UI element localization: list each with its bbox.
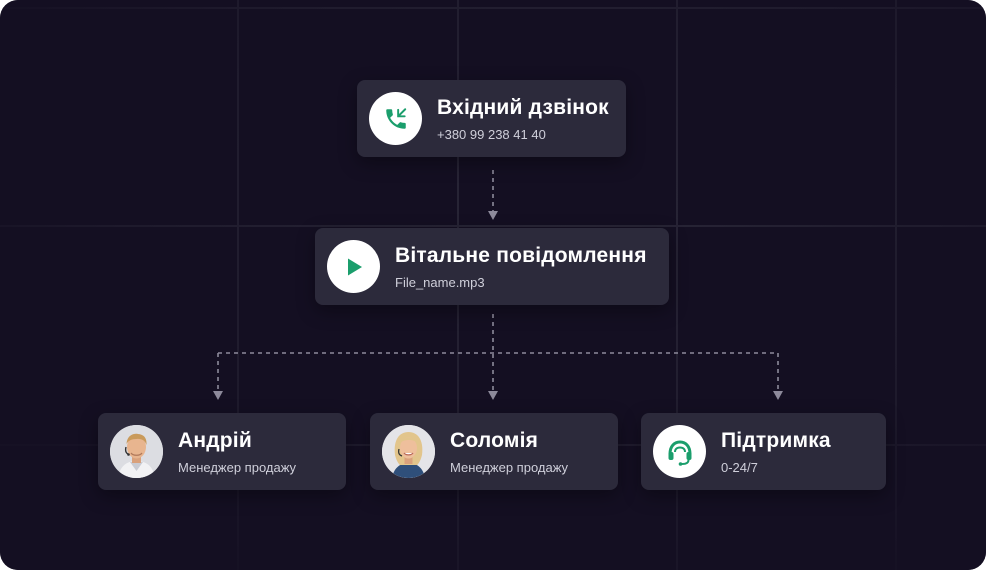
phone-incoming-icon <box>369 92 422 145</box>
agent-card-andriy[interactable]: Андрій Менеджер продажу <box>98 413 346 490</box>
support-hours: 0-24/7 <box>721 459 758 475</box>
welcome-message-title: Вітальне повідомлення <box>395 243 647 267</box>
incoming-call-title: Вхідний дзвінок <box>437 95 609 119</box>
welcome-message-file: File_name.mp3 <box>395 274 485 290</box>
agent-role-andriy: Менеджер продажу <box>178 459 297 475</box>
support-card[interactable]: Підтримка 0-24/7 <box>641 413 886 490</box>
incoming-call-number: +380 99 238 41 40 <box>437 126 546 142</box>
play-icon <box>327 240 380 293</box>
avatar-andriy <box>110 425 163 478</box>
arrow-head <box>488 211 498 220</box>
agent-card-solomiya[interactable]: Соломія Менеджер продажу <box>370 413 618 490</box>
agent-role-solomiya: Менеджер продажу <box>450 459 569 475</box>
arrow-head <box>773 391 783 400</box>
agent-name-andriy: Андрій <box>178 428 252 452</box>
arrow-head <box>213 391 223 400</box>
avatar-solomiya <box>382 425 435 478</box>
welcome-message-card[interactable]: Вітальне повідомлення File_name.mp3 <box>315 228 669 305</box>
headset-icon <box>653 425 706 478</box>
agent-name-solomiya: Соломія <box>450 428 539 452</box>
arrow-head <box>488 391 498 400</box>
support-title: Підтримка <box>721 428 831 452</box>
incoming-call-card[interactable]: Вхідний дзвінок +380 99 238 41 40 <box>357 80 626 157</box>
